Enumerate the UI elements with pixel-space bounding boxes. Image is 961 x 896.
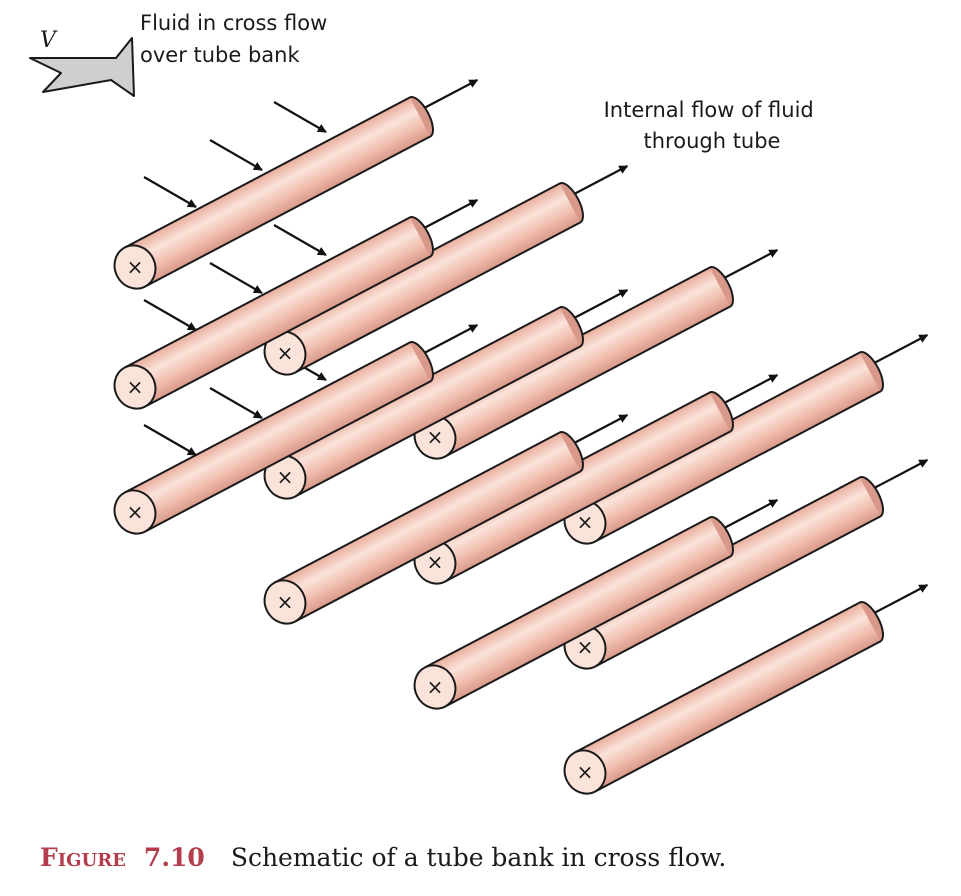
tube-front-end <box>113 364 157 410</box>
tube-body <box>574 477 881 667</box>
internal-flow-arrow <box>722 499 779 530</box>
internal-flow-arrow <box>872 459 929 490</box>
internal-flow-arrow <box>872 584 929 615</box>
tube-end-mark: × <box>277 590 294 614</box>
tube-end-mark: × <box>427 425 444 449</box>
internal-flow-arrow <box>722 374 779 405</box>
tube-bottom-edge <box>594 640 881 793</box>
cross-flow-arrow <box>209 387 263 419</box>
figure-number: 7.10 <box>143 843 205 872</box>
tube-top-edge <box>274 431 561 584</box>
free-stream-velocity-arrow-icon <box>29 37 135 97</box>
internal-flow-arrow <box>422 79 479 110</box>
tube-end-mark: × <box>577 510 594 534</box>
caption-text: Schematic of a tube bank in cross flow. <box>230 843 727 872</box>
tube-bottom-edge <box>294 470 581 623</box>
tube-bottom-edge <box>594 515 881 668</box>
tube-bottom-edge <box>144 255 431 408</box>
internal-flow-arrow <box>422 324 479 355</box>
tube-top-edge <box>124 341 411 494</box>
tube: × <box>413 499 779 710</box>
tube-end-mark: × <box>127 500 144 524</box>
tube-front-end <box>263 579 307 625</box>
internal-flow-arrow <box>572 289 629 320</box>
internal-flow-label: Internal flow of fluid through tube <box>604 98 821 153</box>
cross-flow-arrow <box>273 224 327 256</box>
tube-body <box>274 183 581 373</box>
tube-body <box>574 602 881 792</box>
cross-flow-arrow <box>209 262 263 294</box>
tube-bottom-edge <box>444 555 731 708</box>
tube-bottom-edge <box>294 221 581 374</box>
tube-front-end <box>113 244 157 290</box>
figure-label: Figure <box>40 843 126 872</box>
tube-body <box>124 97 431 287</box>
tube-bottom-edge <box>444 430 731 583</box>
tube-front-end <box>113 489 157 535</box>
internal-flow-arrow <box>872 334 929 365</box>
tube-end-mark: × <box>577 760 594 784</box>
tube-bottom-edge <box>144 135 431 288</box>
tube-end-mark: × <box>277 465 294 489</box>
tube: × <box>113 199 479 410</box>
tube: × <box>263 414 629 625</box>
internal-flow-arrow <box>422 199 479 230</box>
tube-body <box>274 307 581 497</box>
cross-flow-arrow <box>143 299 197 331</box>
tube: × <box>113 324 479 535</box>
cross-flow-label: Fluid in cross flow over tube bank <box>140 11 334 67</box>
tube-end-mark: × <box>427 675 444 699</box>
figure-caption: Figure 7.10 Schematic of a tube bank in cr… <box>40 843 726 872</box>
internal-flow-arrow <box>572 165 629 196</box>
free-stream-velocity-symbol: V <box>40 28 58 53</box>
tube-bottom-edge <box>144 380 431 533</box>
tube-top-edge <box>124 216 411 369</box>
tube-body <box>124 342 431 532</box>
tube-body <box>424 267 731 457</box>
tube-top-edge <box>124 96 411 249</box>
tube-bottom-edge <box>294 345 581 498</box>
internal-flow-arrow <box>722 249 779 280</box>
tube-body <box>424 392 731 582</box>
tube-end-mark: × <box>127 255 144 279</box>
tube-bottom-edge <box>594 390 881 543</box>
tube-end-mark: × <box>577 635 594 659</box>
tube-end-mark: × <box>277 341 294 365</box>
tube: × <box>563 459 929 670</box>
tube-bottom-edge <box>444 305 731 458</box>
tube-body <box>274 432 581 622</box>
tube-end-mark: × <box>127 375 144 399</box>
tube-top-edge <box>424 516 711 669</box>
cross-flow-arrow <box>209 139 263 171</box>
tube-front-end <box>563 749 607 795</box>
tube-body <box>124 217 431 407</box>
cross-flow-arrow <box>143 424 197 456</box>
cross-flow-arrow <box>273 101 327 133</box>
cross-flow-arrow <box>143 176 197 208</box>
tube-body <box>424 517 731 707</box>
tube-end-mark: × <box>427 550 444 574</box>
tube-top-edge <box>574 601 861 754</box>
tube-bank: × × × × × × × × × × × × <box>113 79 929 795</box>
tube-body <box>574 352 881 542</box>
tube: × <box>563 584 929 795</box>
tube-front-end <box>413 664 457 710</box>
tube: × <box>113 79 479 290</box>
internal-flow-arrow <box>572 414 629 445</box>
